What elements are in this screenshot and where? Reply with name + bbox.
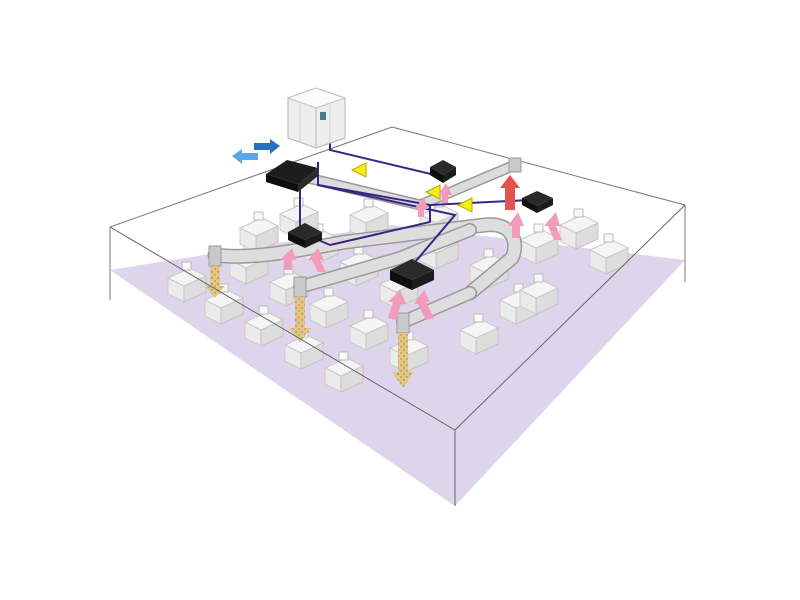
office-desk (166, 261, 208, 303)
duct-drop (508, 157, 522, 173)
duct-drop (208, 245, 222, 267)
duct-drop (396, 312, 410, 334)
outside-air-arrows (232, 139, 280, 164)
ceiling-cassette-unit-2 (522, 191, 553, 213)
cool-air-arrows (280, 183, 562, 320)
supply-air-flows (205, 266, 414, 388)
office-desk (238, 211, 280, 253)
office-desk (518, 273, 560, 315)
office-desk (243, 305, 285, 347)
office-desk (458, 313, 500, 355)
heat-recovery-ventilation-unit (266, 160, 318, 192)
office-desk (323, 351, 365, 393)
ceiling-cassette-unit-1 (430, 160, 456, 183)
office-desk (558, 208, 600, 250)
outdoor-condenser-unit (286, 87, 347, 149)
return-air-arrow (500, 175, 520, 210)
office-desk (518, 223, 560, 265)
duct-drop (293, 276, 307, 298)
ceiling-cassette-unit-3 (288, 223, 322, 248)
office-desk (308, 287, 350, 329)
front-walls (109, 204, 686, 506)
ceiling-cassette-unit-4 (390, 259, 434, 290)
office-desk (203, 283, 245, 325)
office-desk (348, 309, 390, 351)
direction-arrows (350, 162, 473, 213)
room-walls (109, 126, 686, 300)
office-desk (588, 233, 630, 275)
